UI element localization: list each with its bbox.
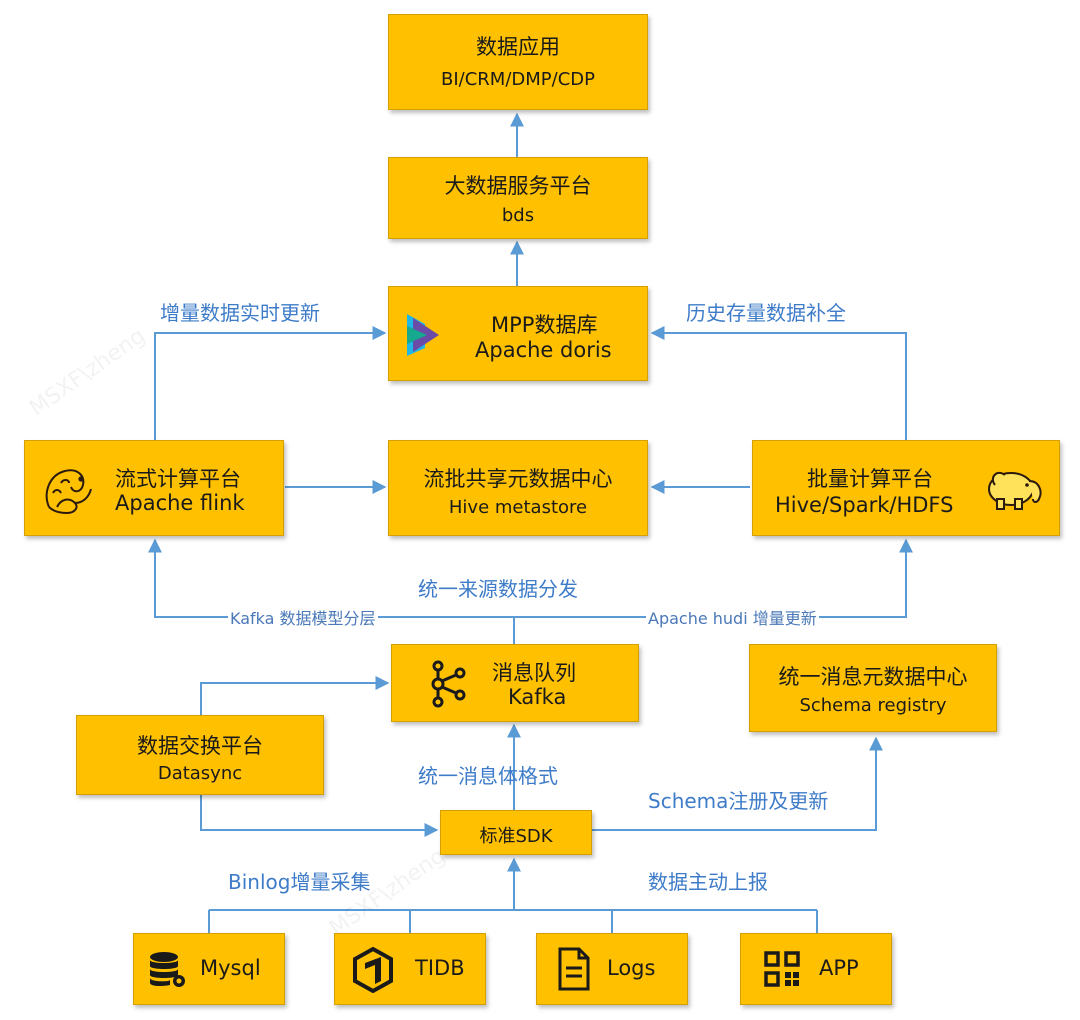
hudi-update-label: Apache hudi 增量更新 xyxy=(646,605,819,629)
logs-label: Logs xyxy=(607,956,656,980)
data-app-box: 数据应用 BI/CRM/DMP/CDP xyxy=(388,14,648,110)
exchange-box: 数据交换平台 Datasync xyxy=(76,715,324,795)
sdk-title: 标准SDK xyxy=(479,826,553,847)
unified-format-label: 统一消息体格式 xyxy=(418,764,558,788)
mpp-title: MPP数据库 xyxy=(491,313,598,337)
doris-logo-icon xyxy=(407,314,439,356)
incremental-realtime-label: 增量数据实时更新 xyxy=(160,301,320,325)
arrow-flink-to-mpp xyxy=(154,326,387,440)
app-grid-icon xyxy=(764,951,800,987)
schema-registry-title: 统一消息元数据中心 xyxy=(778,665,968,689)
mpp-subtitle: Apache doris xyxy=(475,338,612,362)
stream-title: 流式计算平台 xyxy=(115,467,241,491)
schema-registry-subtitle: Schema registry xyxy=(799,695,947,716)
metastore-subtitle: Hive metastore xyxy=(448,497,588,518)
mpp-box: MPP数据库 Apache doris xyxy=(388,286,648,381)
logs-box: Logs xyxy=(536,933,688,1005)
hadoop-elephant-icon xyxy=(988,471,1042,510)
history-backfill-label: 历史存量数据补全 xyxy=(686,301,846,325)
tidb-logo-icon xyxy=(353,947,393,993)
metastore-title: 流批共享元数据中心 xyxy=(423,467,613,491)
database-icon xyxy=(150,952,185,987)
batch-subtitle: Hive/Spark/HDFS xyxy=(775,493,954,517)
data-app-title: 数据应用 xyxy=(476,35,560,59)
exchange-subtitle: Datasync xyxy=(157,763,243,784)
mysql-box: Mysql xyxy=(133,933,285,1005)
mq-title: 消息队列 xyxy=(492,661,576,685)
flink-squirrel-icon xyxy=(45,469,92,515)
batch-box: 批量计算平台 Hive/Spark/HDFS xyxy=(752,440,1060,536)
arrow-exchange-to-sdk xyxy=(200,795,439,837)
stream-subtitle: Apache flink xyxy=(115,491,245,515)
mq-box: 消息队列 Kafka xyxy=(391,644,639,722)
metastore-box: 流批共享元数据中心 Hive metastore xyxy=(388,440,648,536)
arrow-exchange-to-kafka xyxy=(200,676,390,715)
schema-registry-box: 统一消息元数据中心 Schema registry xyxy=(749,644,997,732)
app-label: APP xyxy=(819,956,859,980)
schema-register-label: Schema注册及更新 xyxy=(648,789,829,813)
arrow-kafka-to-flink xyxy=(148,538,514,618)
tidb-label: TIDB xyxy=(415,956,465,980)
bds-box: 大数据服务平台 bds xyxy=(388,157,648,239)
arrow-sdk-to-schema xyxy=(592,736,883,831)
bds-title: 大数据服务平台 xyxy=(444,174,592,198)
kafka-logo-icon xyxy=(431,660,466,708)
unified-source-label: 统一来源数据分发 xyxy=(418,577,578,601)
tidb-box: TIDB xyxy=(334,933,486,1005)
batch-title: 批量计算平台 xyxy=(807,467,933,491)
data-app-subtitle: BI/CRM/DMP/CDP xyxy=(441,69,595,90)
document-icon xyxy=(558,947,590,991)
arrow-batch-to-mpp xyxy=(650,326,907,440)
sdk-box: 标准SDK xyxy=(440,810,592,855)
binlog-label: Binlog增量采集 xyxy=(228,870,371,894)
mysql-label: Mysql xyxy=(200,956,261,980)
arrow-kafka-to-batch xyxy=(514,538,913,618)
stream-box: 流式计算平台 Apache flink xyxy=(24,440,284,536)
app-box: APP xyxy=(740,933,892,1005)
bds-subtitle: bds xyxy=(501,205,535,226)
kafka-layering-label: Kafka 数据模型分层 xyxy=(228,605,378,629)
exchange-title: 数据交换平台 xyxy=(137,734,263,758)
active-report-label: 数据主动上报 xyxy=(648,870,768,894)
mq-subtitle: Kafka xyxy=(508,685,567,709)
